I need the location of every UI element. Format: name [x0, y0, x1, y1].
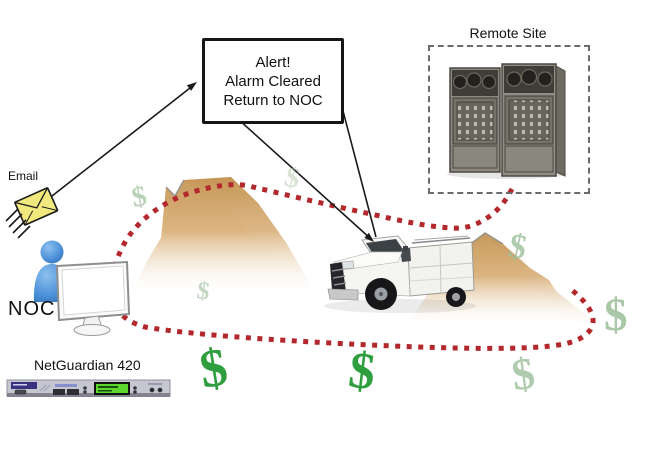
speed-lines-icon [5, 208, 31, 239]
noc-monitor-icon [55, 260, 131, 336]
email-envelope-icon [5, 187, 59, 239]
remote-site-frame [428, 45, 590, 194]
left-mountain-icon [131, 177, 314, 297]
alert-callout-box: Alert! Alarm Cleared Return to NOC [202, 38, 344, 124]
route-dotted-path [108, 182, 596, 351]
netguardian-label: NetGuardian 420 [34, 357, 141, 373]
noc-label: NOC [8, 298, 56, 320]
remote-site-label: Remote Site [469, 25, 547, 41]
arrow-email-to-alert [51, 82, 197, 197]
netguardian-device-icon [6, 379, 171, 397]
alert-line-3: Return to NOC [223, 91, 323, 109]
truck-icon [324, 235, 476, 313]
alert-line-2: Alarm Cleared [225, 72, 321, 90]
dollar-sign-faint: $ [604, 289, 628, 341]
alert-line-1: Alert! [255, 53, 291, 71]
email-label: Email [8, 169, 39, 183]
remote-site-equipment-icon [447, 63, 567, 179]
